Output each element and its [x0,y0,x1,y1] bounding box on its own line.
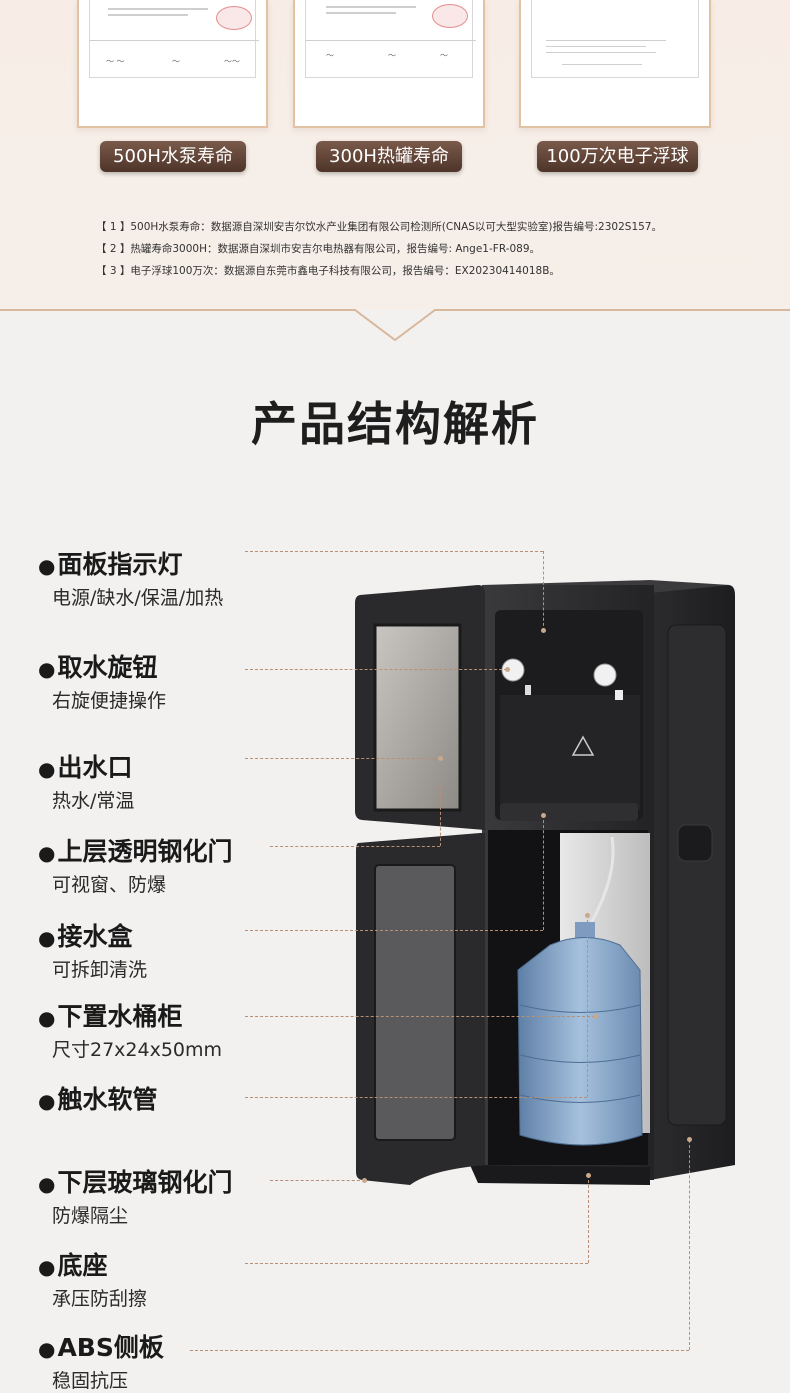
leader-knob [245,669,507,670]
leader-indicator [245,551,543,552]
badge-float-life: 100万次电子浮球 [537,141,698,172]
section-divider [0,309,790,342]
footnote-3: 【 3 】电子浮球100万次：数据源自东莞市鑫电子科技有限公司，报告编号：EX2… [96,265,560,277]
leader-upper-door [270,846,440,847]
leader-cabinet [245,1016,595,1017]
part-lower-door: ●下层玻璃钢化门 防爆隔尘 [38,1168,233,1227]
leader-outlet [245,758,440,759]
footnote-2: 【 2 】热罐寿命3000H：数据源自深圳市安吉尔电热器有限公司，报告编号: A… [96,243,541,255]
leader-hose [245,1097,587,1098]
part-drip-tray: ●接水盒 可拆卸清洗 [38,922,148,981]
part-bucket-cabinet: ●下置水桶柜 尺寸27x24x50mm [38,1002,223,1061]
part-indicator-light: ●面板指示灯 电源/缺水/保温/加热 [38,550,224,609]
leader-lower-door [270,1180,365,1181]
part-water-outlet: ●出水口 热水/常温 [38,753,135,812]
badge-pump-life: 500H水泵寿命 [100,141,246,172]
badge-heater-life: 300H热罐寿命 [316,141,462,172]
certificate-section: 〜 〜 〜 〜〜 〜 〜 〜 500H水泵寿命 300H热罐寿命 100万次电子… [0,0,790,310]
footnotes: 【 1 】500H水泵寿命：数据源自深圳安吉尔饮水产业集团有限公司检测所(CNA… [96,216,662,282]
certificate-image-3 [519,0,711,128]
part-water-knob: ●取水旋钮 右旋便捷操作 [38,653,167,712]
certificate-image-2: 〜 〜 〜 [293,0,485,128]
leader-side-panel [190,1350,689,1351]
part-hose: ●触水软管 [38,1085,158,1114]
certificate-image-1: 〜 〜 〜 〜〜 [77,0,268,128]
leader-base [245,1263,588,1264]
footnote-1: 【 1 】500H水泵寿命：数据源自深圳安吉尔饮水产业集团有限公司检测所(CNA… [96,221,662,233]
section-title: 产品结构解析 [251,397,539,451]
part-abs-side-panel: ●ABS侧板 稳固抗压 [38,1333,164,1392]
part-upper-door: ●上层透明钢化门 可视窗、防爆 [38,837,233,896]
leader-drip-tray [245,930,543,931]
part-base: ●底座 承压防刮擦 [38,1251,148,1310]
